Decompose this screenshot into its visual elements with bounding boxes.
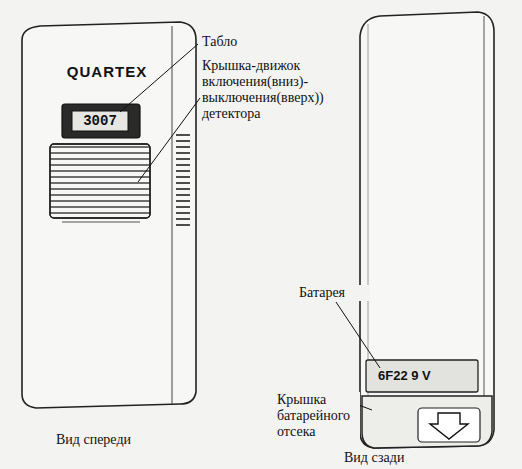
battery-window — [366, 360, 478, 392]
callout-label: Крышка-движок включения(вниз)- выключени… — [201, 58, 353, 122]
battery-marking: 6F22 9 V — [378, 368, 474, 384]
back-housing — [360, 12, 494, 448]
callout-label: Батарея — [298, 285, 370, 301]
leader-line — [138, 98, 200, 182]
battery-cover — [362, 396, 492, 448]
slider-cover — [50, 144, 150, 218]
leader-line — [336, 302, 380, 368]
arrow-symbol — [430, 413, 468, 439]
display-digits: 3007 — [72, 113, 128, 129]
display-window — [72, 111, 128, 131]
callout-label: Табло — [201, 34, 283, 50]
front-housing — [22, 22, 196, 408]
vent-slots — [176, 130, 190, 226]
brand-text: QUARTEX — [62, 64, 152, 80]
view-caption: Вид сзади — [344, 450, 464, 466]
display-frame — [62, 104, 140, 138]
callout-label: Крышка батарейного отсека — [276, 392, 360, 440]
view-caption: Вид спереди — [56, 432, 176, 448]
